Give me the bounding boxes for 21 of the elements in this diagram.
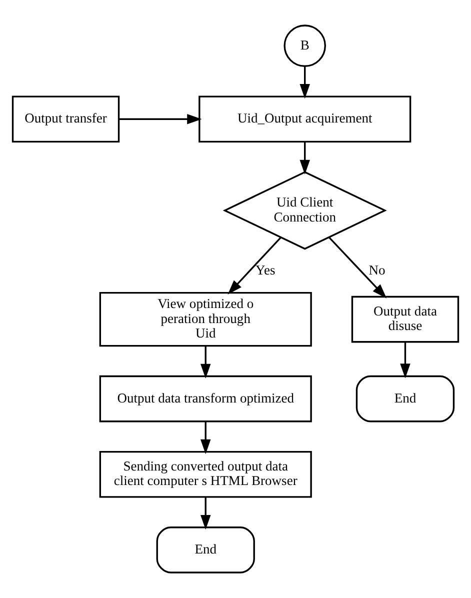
node-box: View optimized o peration through Uid — [99, 292, 312, 347]
node-box: Output transfer — [12, 96, 120, 143]
node-box: Output data transform optimized — [99, 375, 312, 422]
arrow — [119, 114, 202, 124]
node-box: Sending converted output data client computer s HTML Browser — [99, 450, 312, 498]
edge-label: Yes — [256, 262, 276, 278]
arrow — [300, 142, 310, 175]
node-box: End — [156, 526, 255, 574]
node-diamond: Uid Client Connection — [222, 171, 387, 250]
arrow — [228, 236, 282, 294]
node-box: Output data disuse — [351, 296, 460, 343]
node-box: Uid_Output acquirement — [198, 96, 412, 143]
node-circle: B — [284, 24, 326, 67]
arrow — [200, 346, 211, 378]
edge-label: No — [368, 262, 386, 278]
arrow — [328, 236, 387, 298]
arrow — [300, 66, 310, 99]
arrow — [400, 342, 410, 378]
arrow — [200, 497, 211, 530]
node-box: End — [356, 375, 455, 422]
arrow — [200, 422, 211, 454]
